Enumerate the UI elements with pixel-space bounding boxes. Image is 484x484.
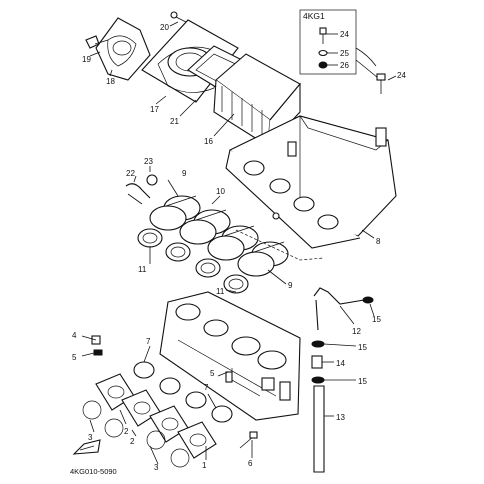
callout-18: 18 — [106, 77, 115, 86]
part-5-clip-right — [225, 371, 233, 383]
callout-11-left: 11 — [138, 265, 147, 274]
callout-9-lower: 9 — [288, 281, 293, 290]
callout-4: 4 — [72, 331, 77, 340]
part-14-valve — [311, 355, 323, 369]
callout-3-left: 3 — [88, 433, 93, 442]
callout-19: 19 — [82, 55, 91, 64]
callout-25: 25 — [340, 49, 349, 58]
callout-5-left: 5 — [72, 353, 77, 362]
part-15-clips — [311, 296, 374, 384]
inset-4kg1: 4KG1 — [299, 9, 379, 79]
callout-2-right: 2 — [130, 437, 135, 446]
part-6-bolt — [239, 431, 258, 449]
callout-22: 22 — [126, 169, 135, 178]
part-3-orings — [82, 400, 190, 468]
callout-6: 6 — [248, 459, 253, 468]
callout-24-inset: 24 — [340, 30, 349, 39]
callout-14: 14 — [336, 359, 345, 368]
callout-1: 1 — [202, 461, 207, 470]
callout-7-left: 7 — [146, 337, 151, 346]
callout-15-top: 15 — [372, 315, 381, 324]
callout-11-right: 11 — [216, 287, 225, 296]
part-19-screw — [85, 35, 109, 49]
part-5-clip-left — [93, 349, 103, 356]
front-arrow-icon — [72, 439, 101, 455]
callout-26: 26 — [340, 61, 349, 70]
part-11-clamps-lower — [137, 228, 249, 294]
part-23-cap — [146, 174, 158, 186]
part-9-joint-set-upper — [149, 195, 289, 277]
part-12-hose — [313, 287, 365, 331]
inset-title: 4KG1 — [303, 11, 325, 21]
part-18-cover — [95, 17, 151, 81]
part-13-hose — [313, 385, 325, 473]
callout-16: 16 — [204, 137, 213, 146]
callout-9-upper: 9 — [182, 169, 187, 178]
callout-21: 21 — [170, 117, 179, 126]
inset-nut — [318, 61, 328, 69]
callout-20: 20 — [160, 23, 169, 32]
inset-washer — [318, 49, 328, 57]
carburetor-assembly — [159, 291, 301, 421]
callout-7-right: 7 — [204, 383, 209, 392]
callout-3-right: 3 — [154, 463, 159, 472]
part-20-screw — [170, 11, 187, 23]
callout-15-low: 15 — [358, 377, 367, 386]
callout-17: 17 — [150, 105, 159, 114]
callout-10: 10 — [216, 187, 225, 196]
callout-8: 8 — [376, 237, 381, 246]
callout-13: 13 — [336, 413, 345, 422]
callout-12: 12 — [352, 327, 361, 336]
callout-2-left: 2 — [124, 427, 129, 436]
inset-bolt — [319, 27, 327, 44]
leader-lines — [81, 21, 397, 465]
callout-15-mid: 15 — [358, 343, 367, 352]
callout-labels: 19 18 20 17 21 16 24 25 26 24 8 23 22 9 … — [72, 23, 406, 472]
diagram-code: 4KG010-5090 — [70, 467, 117, 476]
part-24-bolt — [376, 73, 386, 94]
callout-24: 24 — [397, 71, 406, 80]
part-7-clamps — [133, 361, 233, 423]
part-22-hose — [125, 183, 151, 205]
callout-23: 23 — [144, 157, 153, 166]
part-1-manifolds — [95, 373, 217, 459]
callout-5-right: 5 — [210, 369, 215, 378]
part-8-air-box — [225, 115, 397, 249]
